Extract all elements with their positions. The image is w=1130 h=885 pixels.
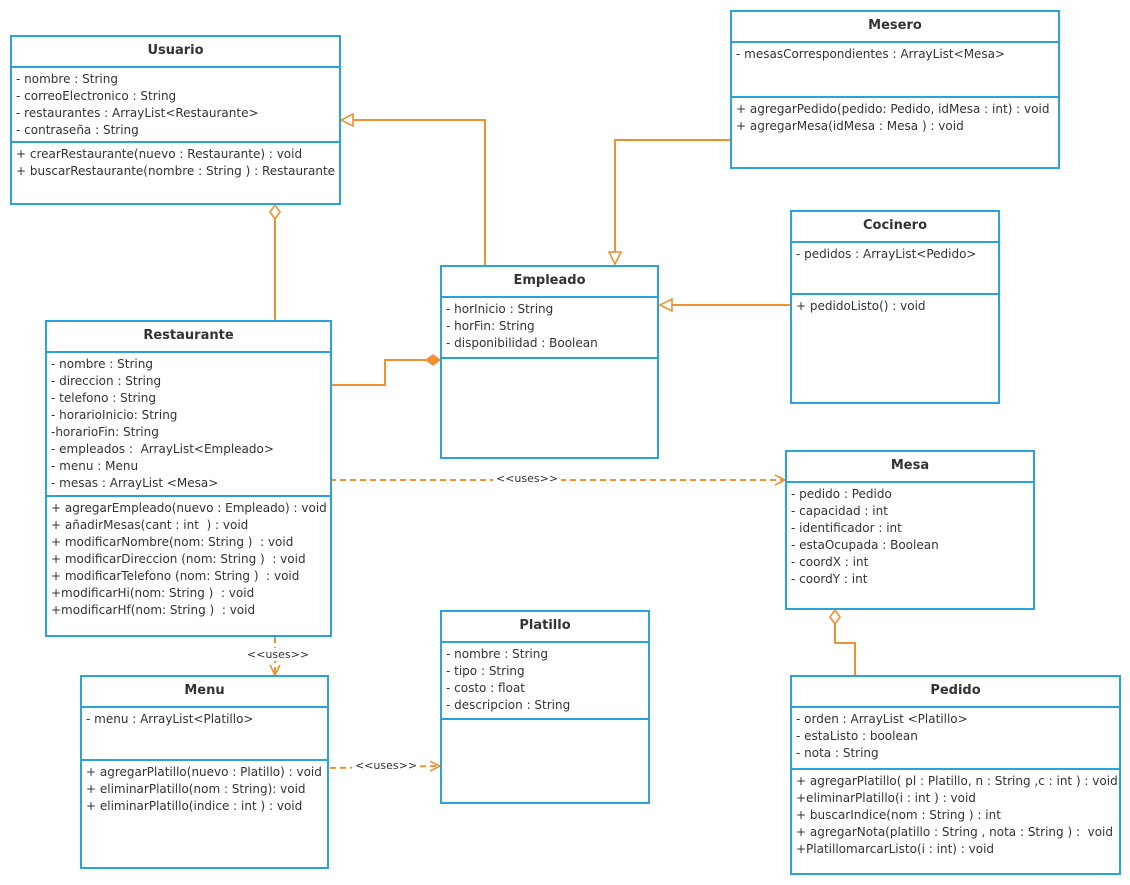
attribute: - menu : Menu <box>51 459 139 473</box>
class-empleado[interactable]: Empleado - horInicio : String - horFin: … <box>440 265 659 459</box>
attribute: - costo : float <box>446 681 526 695</box>
attributes-section: - horInicio : String - horFin: String - … <box>442 298 657 359</box>
methods-section: + pedidoListo() : void <box>792 295 998 315</box>
method: +modificarHf(nom: String ) : void <box>51 603 256 617</box>
method: + eliminarPlatillo(indice : int ) : void <box>86 799 303 813</box>
class-name: Usuario <box>12 37 339 68</box>
method: + agregarPlatillo( pl : Platillo, n : St… <box>796 774 1118 788</box>
attribute: - estaListo : boolean <box>796 729 918 743</box>
attributes-section: - orden : ArrayList <Platillo> - estaLis… <box>792 708 1119 770</box>
attribute: - pedidos : ArrayList<Pedido> <box>796 247 977 261</box>
rel-empleado-usuario <box>341 120 486 265</box>
methods-section: + agregarPlatillo(nuevo : Platillo) : vo… <box>82 761 327 815</box>
method: + modificarTelefono (nom: String ) : voi… <box>51 569 300 583</box>
class-mesero[interactable]: Mesero - mesasCorrespondientes : ArrayLi… <box>730 10 1060 169</box>
attribute: - tipo : String <box>446 664 525 678</box>
attribute: - identificador : int <box>791 521 902 535</box>
class-restaurante[interactable]: Restaurante - nombre : String - direccio… <box>45 320 332 637</box>
class-name: Cocinero <box>792 212 998 243</box>
attribute: - coordY : int <box>791 572 868 586</box>
attribute: -horarioFin: String <box>51 425 159 439</box>
attribute: - restaurantes : ArrayList<Restaurante> <box>16 106 259 120</box>
class-name: Pedido <box>792 677 1119 708</box>
attribute: - mesasCorrespondientes : ArrayList<Mesa… <box>736 47 1006 61</box>
attributes-section: - nombre : String - correoElectronico : … <box>12 68 339 143</box>
class-menu[interactable]: Menu - menu : ArrayList<Platillo> + agre… <box>80 675 329 869</box>
method: + agregarMesa(idMesa : Mesa ) : void <box>736 119 964 133</box>
attribute: - horInicio : String <box>446 302 554 316</box>
attributes-section: - pedido : Pedido - capacidad : int - id… <box>787 483 1033 612</box>
attribute: - horarioInicio: String <box>51 408 178 422</box>
class-usuario[interactable]: Usuario - nombre : String - correoElectr… <box>10 35 341 205</box>
method: + buscarRestaurante(nombre : String ) : … <box>16 164 336 178</box>
attribute: - nombre : String <box>16 72 118 86</box>
attribute: - correoElectronico : String <box>16 89 177 103</box>
method: + pedidoListo() : void <box>796 299 926 313</box>
methods-section: + agregarEmpleado(nuevo : Empleado) : vo… <box>47 497 330 619</box>
method: +modificarHi(nom: String ) : void <box>51 586 255 600</box>
class-name: Restaurante <box>47 322 330 353</box>
attribute: - capacidad : int <box>791 504 888 518</box>
method: +PlatillomarcarListo(i : int) : void <box>796 842 995 856</box>
attribute: - contraseña : String <box>16 123 139 137</box>
method: + modificarNombre(nom: String ) : void <box>51 535 294 549</box>
method: + agregarPlatillo(nuevo : Platillo) : vo… <box>86 765 322 779</box>
class-platillo[interactable]: Platillo - nombre : String - tipo : Stri… <box>440 610 650 804</box>
attribute: - orden : ArrayList <Platillo> <box>796 712 968 726</box>
attribute: - menu : ArrayList<Platillo> <box>86 712 254 726</box>
method: + añadirMesas(cant : int ) : void <box>51 518 249 532</box>
class-name: Menu <box>82 677 327 708</box>
class-name: Empleado <box>442 267 657 298</box>
method: + modificarDireccion (nom: String ) : vo… <box>51 552 306 566</box>
attribute: - descripcion : String <box>446 698 571 712</box>
method: + agregarPedido(pedido: Pedido, idMesa :… <box>736 102 1050 116</box>
attributes-section: - mesasCorrespondientes : ArrayList<Mesa… <box>732 43 1058 98</box>
methods-section <box>442 720 648 723</box>
class-name: Platillo <box>442 612 648 643</box>
uses-label-restaurante-menu: <<uses>> <box>244 648 313 661</box>
attribute: - nota : String <box>796 746 879 760</box>
method: +eliminarPlatillo(i : int ) : void <box>796 791 976 805</box>
method: + buscarIndice(nom : String ) : int <box>796 808 1001 822</box>
attribute: - mesas : ArrayList <Mesa> <box>51 476 219 490</box>
attributes-section: - menu : ArrayList<Platillo> <box>82 708 327 761</box>
attribute: - telefono : String <box>51 391 156 405</box>
method: + agregarNota(platillo : String , nota :… <box>796 825 1114 839</box>
uses-label-menu-platillo: <<uses>> <box>352 759 421 772</box>
methods-section: + agregarPedido(pedido: Pedido, idMesa :… <box>732 98 1058 135</box>
rel-empleado-restaurante <box>330 360 440 386</box>
attribute: - empleados : ArrayList<Empleado> <box>51 442 274 456</box>
attributes-section: - nombre : String - direccion : String -… <box>47 353 330 497</box>
class-cocinero[interactable]: Cocinero - pedidos : ArrayList<Pedido> +… <box>790 210 1000 404</box>
class-pedido[interactable]: Pedido - orden : ArrayList <Platillo> - … <box>790 675 1121 875</box>
attributes-section: - pedidos : ArrayList<Pedido> <box>792 243 998 295</box>
attribute: - disponibilidad : Boolean <box>446 336 598 350</box>
attribute: - nombre : String <box>51 357 153 371</box>
methods-section <box>442 359 657 362</box>
attribute: - pedido : Pedido <box>791 487 892 501</box>
attribute: - direccion : String <box>51 374 162 388</box>
attribute: - horFin: String <box>446 319 535 333</box>
methods-section: + crearRestaurante(nuevo : Restaurante) … <box>12 143 339 180</box>
class-name: Mesero <box>732 12 1058 43</box>
class-name: Mesa <box>787 452 1033 483</box>
attribute: - nombre : String <box>446 647 548 661</box>
method: + eliminarPlatillo(nom : String): void <box>86 782 306 796</box>
uses-label-restaurante-mesa: <<uses>> <box>493 472 562 485</box>
class-mesa[interactable]: Mesa - pedido : Pedido - capacidad : int… <box>785 450 1035 610</box>
rel-mesero-empleado <box>615 139 730 264</box>
method: + crearRestaurante(nuevo : Restaurante) … <box>16 147 303 161</box>
methods-section: + agregarPlatillo( pl : Platillo, n : St… <box>792 770 1119 858</box>
attributes-section: - nombre : String - tipo : String - cost… <box>442 643 648 720</box>
attribute: - estaOcupada : Boolean <box>791 538 939 552</box>
rel-mesa-pedido <box>835 610 856 675</box>
attribute: - coordX : int <box>791 555 869 569</box>
method: + agregarEmpleado(nuevo : Empleado) : vo… <box>51 501 327 515</box>
